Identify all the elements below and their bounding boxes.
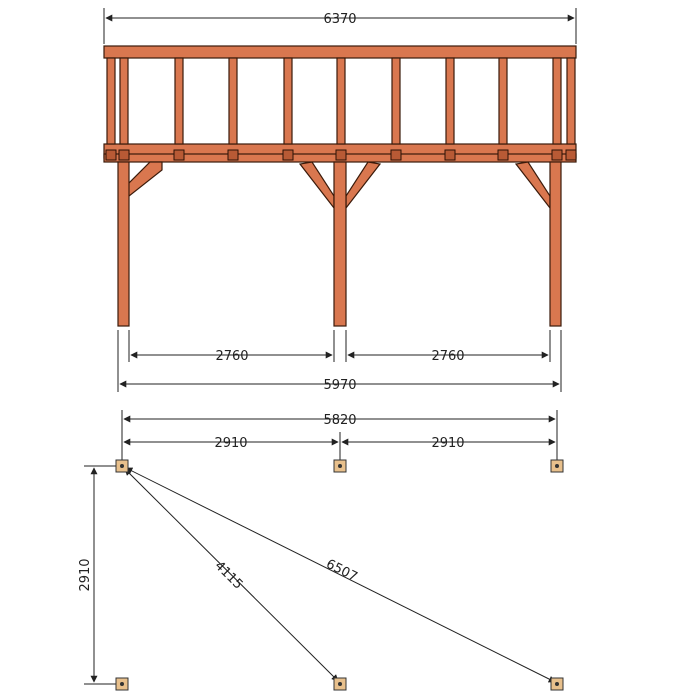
footing-plate-front-center xyxy=(333,459,347,473)
joist-end xyxy=(227,149,239,161)
footing-plate-front-right xyxy=(550,459,564,473)
knee-brace-left xyxy=(123,161,163,202)
knee-brace-center-right xyxy=(345,161,382,210)
joist-end xyxy=(335,149,347,161)
baluster xyxy=(391,57,401,145)
anchor-bolt-icon xyxy=(555,464,559,468)
joist-end xyxy=(444,149,456,161)
plan-view: 5820 2910 2910 2910 4115 6507 xyxy=(78,410,564,691)
joist-end xyxy=(565,149,577,161)
anchor-bolt-icon xyxy=(120,464,124,468)
post-outer-width-label: 5970 xyxy=(323,378,356,393)
footing-plate-back-left xyxy=(115,677,129,691)
post-spacing-label-2: 2760 xyxy=(431,349,464,364)
diagonal-line-long xyxy=(125,467,556,683)
plan-overall-width-label: 5820 xyxy=(323,413,356,428)
baluster xyxy=(228,57,238,145)
overall-width-label: 6370 xyxy=(323,12,356,27)
anchor-bolt-icon xyxy=(338,464,342,468)
plan-overall-width-dimension: 5820 xyxy=(121,410,558,462)
plan-diagonal-dimensions: 4115 6507 xyxy=(124,467,556,683)
post-left xyxy=(117,161,130,327)
knee-brace-right xyxy=(514,161,551,210)
footing-plate-back-right xyxy=(550,677,564,691)
baluster xyxy=(119,57,129,145)
post-outer-width-dimension: 5970 xyxy=(117,330,562,393)
plan-diagonal-short-label: 4115 xyxy=(211,559,245,593)
anchor-bolt-icon xyxy=(120,682,124,686)
joist-end xyxy=(390,149,402,161)
footing-plate-back-center xyxy=(333,677,347,691)
overall-width-dimension: 6370 xyxy=(103,8,577,44)
knee-brace-center-left xyxy=(298,161,335,210)
joist-end xyxy=(105,149,117,161)
plan-column-spacing-label-1: 2910 xyxy=(214,436,247,451)
baluster xyxy=(552,57,562,145)
plan-column-spacing-dimensions: 2910 2910 xyxy=(123,436,556,451)
anchor-bolt-icon xyxy=(338,682,342,686)
top-rail xyxy=(103,45,577,59)
joist-end xyxy=(551,149,563,161)
post-center xyxy=(333,161,347,327)
baluster xyxy=(566,57,576,145)
footing-plate-front-left xyxy=(115,459,129,473)
baluster xyxy=(283,57,293,145)
joist-end xyxy=(282,149,294,161)
joist-end xyxy=(118,149,130,161)
plan-depth-dimension: 2910 xyxy=(78,465,118,685)
elevation-view: 6370 2760 2760 xyxy=(103,8,577,393)
plan-column-spacing-label-2: 2910 xyxy=(431,436,464,451)
baluster xyxy=(445,57,455,145)
joist-end xyxy=(173,149,185,161)
balustrade-frame xyxy=(103,45,577,163)
baluster xyxy=(106,57,116,145)
post-spacing-label-1: 2760 xyxy=(215,349,248,364)
post-right xyxy=(549,161,562,327)
plan-diagonal-long-label: 6507 xyxy=(323,557,359,585)
post-spacing-dimensions: 2760 2760 xyxy=(128,330,551,364)
footing-plates xyxy=(115,459,564,691)
anchor-bolt-icon xyxy=(555,682,559,686)
plan-depth-label: 2910 xyxy=(78,558,93,591)
joist-end xyxy=(497,149,509,161)
baluster-group xyxy=(105,57,577,161)
baluster xyxy=(174,57,184,145)
posts-and-braces xyxy=(117,161,562,327)
baluster xyxy=(336,57,346,145)
baluster xyxy=(498,57,508,145)
